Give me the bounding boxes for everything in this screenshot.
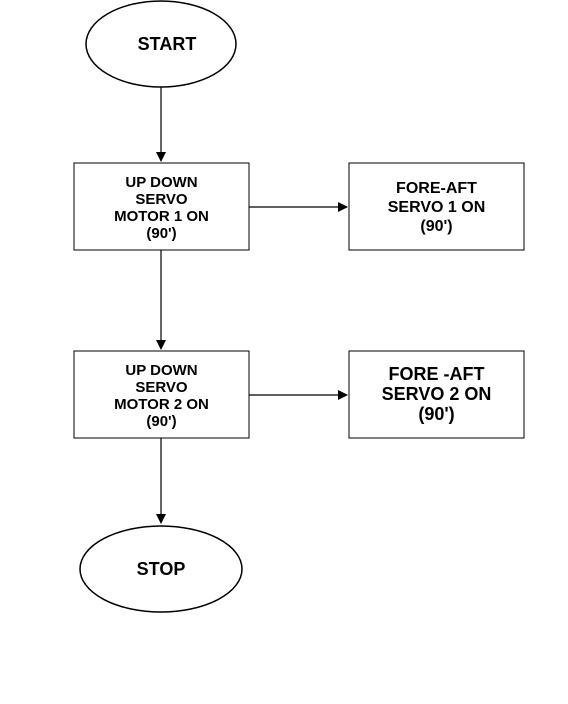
updown-servo-2-box	[73, 350, 250, 439]
stop-label: STOP	[136, 558, 186, 579]
foreaft-servo-2-label: FORE -AFT SERVO 2 ON (90')	[381, 363, 492, 424]
foreaft-servo-2-box	[348, 350, 525, 439]
updown-servo-2-label: UP DOWN SERVO MOTOR 2 ON (90')	[114, 361, 209, 430]
updown-servo-1-label: UP DOWN SERVO MOTOR 1 ON (90')	[114, 173, 209, 242]
updown-servo-1-box	[73, 162, 250, 251]
foreaft-servo-1-label: FORE-AFT SERVO 1 ON (90')	[387, 180, 486, 235]
stop-terminal	[79, 525, 243, 613]
start-label: START	[137, 33, 197, 54]
foreaft-servo-1-box	[348, 162, 525, 251]
